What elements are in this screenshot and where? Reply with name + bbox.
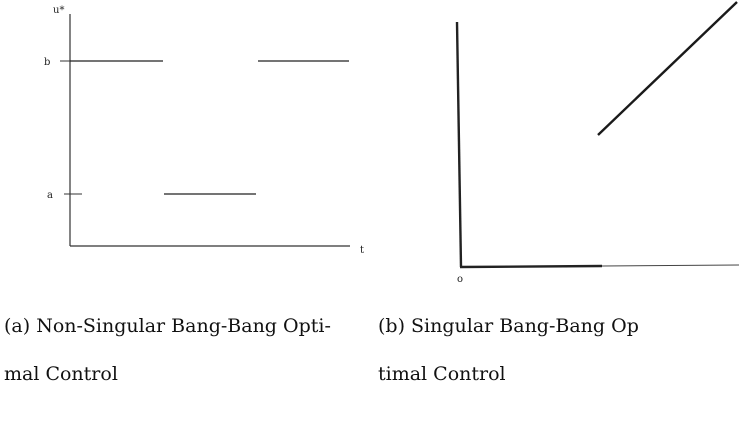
figure-b-y-axis — [455, 21, 463, 268]
figure-a-caption: (a) Non-Singular Bang-Bang Opti- mal Con… — [4, 302, 331, 398]
figure-b-singular-arc — [597, 1, 738, 136]
figure-a-y-axis-label: u* — [53, 5, 64, 16]
figure-b-x-axis-thin — [601, 264, 739, 267]
figure-a-non-singular-bang-bang: u* b a t — [0, 0, 380, 290]
figure-b-singular-bang-bang: o — [440, 0, 739, 290]
figure-a-caption-line-2: mal Control — [4, 363, 118, 385]
figure-a-label-b: b — [44, 57, 50, 68]
figure-b-caption: (b) Singular Bang-Bang Op timal Control — [378, 302, 739, 398]
figure-b-caption-line-2: timal Control — [378, 363, 506, 385]
figure-a-x-axis-label: t — [360, 245, 364, 256]
figure-a-caption-line-1: (a) Non-Singular Bang-Bang Opti- — [4, 315, 331, 337]
figure-b-caption-line-1: (b) Singular Bang-Bang Op — [378, 315, 639, 337]
figure-b-x-axis-bold — [459, 264, 603, 269]
figure-a-plot: u* b a t — [44, 5, 364, 256]
figure-b-plot: o — [455, 1, 739, 285]
figure-a-label-a: a — [47, 190, 53, 201]
figure-b-origin-label: o — [457, 274, 463, 285]
